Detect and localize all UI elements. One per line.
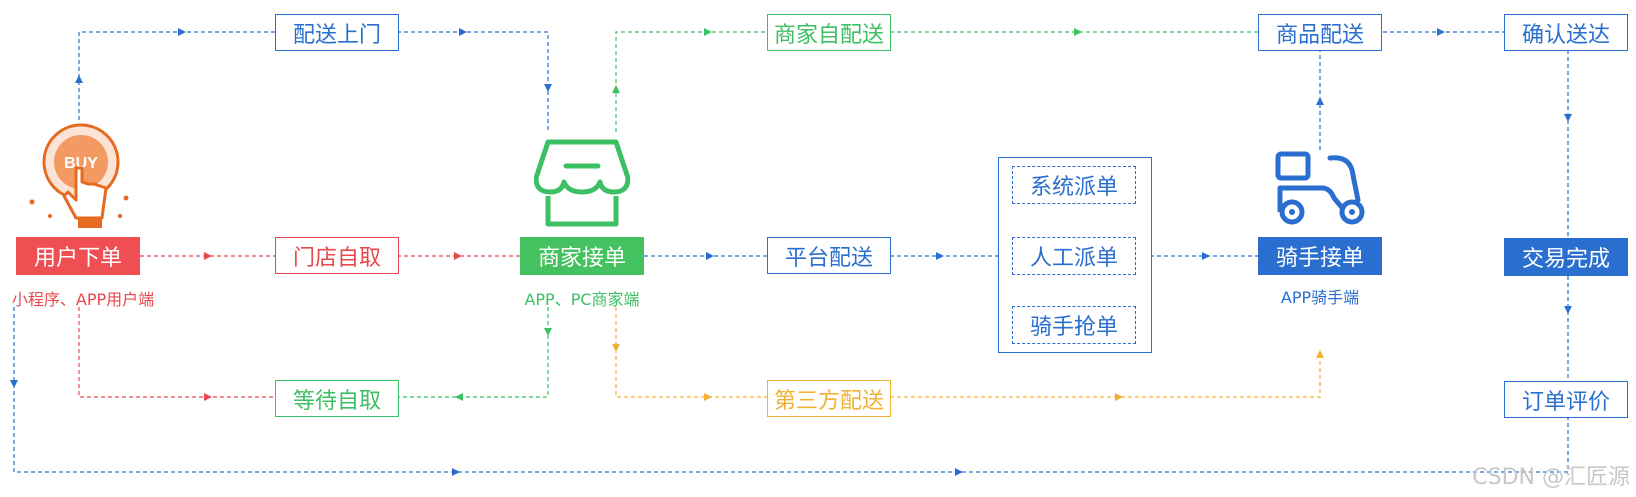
edge-buy-to-wait <box>78 307 275 398</box>
buy-icon-text: BUY <box>64 155 98 172</box>
node-rider-grab: 骑手抢单 <box>1012 306 1136 344</box>
arrowheads <box>10 28 1572 476</box>
buy-hand-icon: BUY <box>28 120 132 230</box>
node-merchant-sub: APP、PC商家端 <box>524 290 640 309</box>
edge-merchant-to-third-party <box>615 307 767 398</box>
node-system-dispatch: 系统派单 <box>1012 166 1136 204</box>
node-self-delivery: 商家自配送 <box>767 14 891 51</box>
node-platform-delivery: 平台配送 <box>767 237 891 274</box>
node-merchant-accept: 商家接单 <box>520 237 644 275</box>
edge-merchant-to-self-delivery <box>615 31 767 132</box>
node-confirm-delivered: 确认送达 <box>1504 14 1628 51</box>
node-third-party: 第三方配送 <box>767 380 891 417</box>
edge-third-party-to-rider <box>890 350 1321 398</box>
node-user-order-sub: 小程序、APP用户端 <box>11 290 155 309</box>
node-store-pickup: 门店自取 <box>275 237 399 274</box>
node-wait-pickup: 等待自取 <box>275 380 399 417</box>
edge-door-to-merchant <box>397 31 549 132</box>
node-door-delivery: 配送上门 <box>275 14 399 51</box>
edge-merchant-to-wait <box>397 307 549 398</box>
edge-buy-to-review <box>13 307 1569 473</box>
storefront-icon <box>533 138 631 230</box>
edge-buy-to-door <box>78 31 275 120</box>
node-goods-delivery: 商品配送 <box>1258 14 1382 51</box>
node-user-order: 用户下单 <box>16 237 140 275</box>
node-rider-accept: 骑手接单 <box>1258 237 1382 275</box>
watermark: CSDN @汇匠源 <box>1472 465 1630 490</box>
node-rider-sub: APP骑手端 <box>1280 288 1360 307</box>
node-transaction-complete: 交易完成 <box>1504 238 1628 276</box>
node-manual-dispatch: 人工派单 <box>1012 237 1136 275</box>
node-order-review: 订单评价 <box>1504 381 1628 418</box>
scooter-icon <box>1272 150 1368 230</box>
